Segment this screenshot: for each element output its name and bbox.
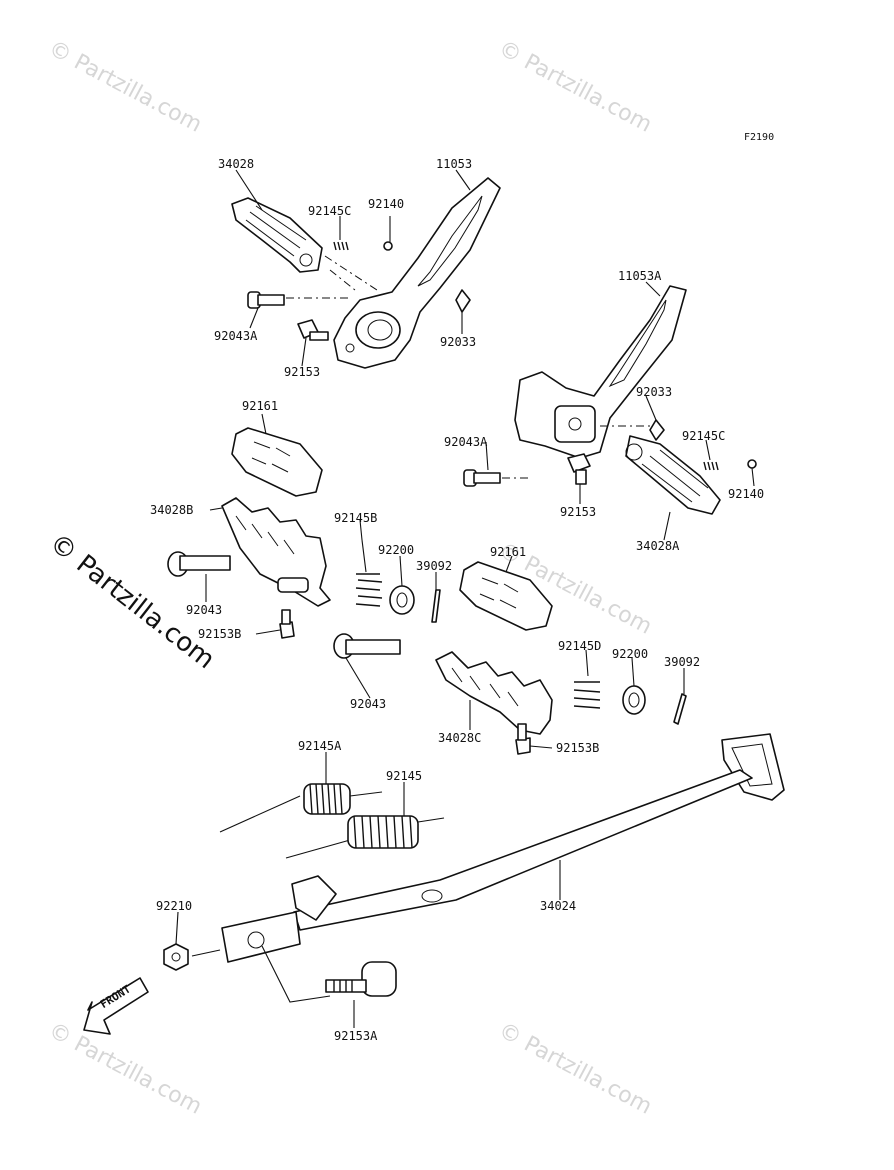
bolt-92153-top: [297, 319, 329, 341]
footpeg-34028a: [625, 435, 721, 515]
pin-92043-mid: [333, 633, 401, 659]
cotter-pin-39092-right: [673, 693, 687, 725]
side-stand-34024: [221, 733, 785, 963]
callout-34028b: 34028B: [150, 503, 194, 517]
callout-34024: 34024: [540, 899, 577, 913]
spring-92145d: [573, 681, 601, 709]
rubber-pad-92161-left: [231, 427, 323, 497]
rubber-pad-92161-right: [459, 561, 553, 631]
spring-92145b: [355, 573, 383, 607]
pin-92043a-top: [247, 291, 285, 309]
callout-11053: 11053: [436, 157, 473, 171]
callout-39092: 39092: [416, 559, 453, 573]
callout-92033: 92033: [636, 385, 673, 399]
callout-92153b: 92153B: [198, 627, 242, 641]
callout-92145d: 92145D: [558, 639, 602, 653]
callout-34028: 34028: [218, 157, 255, 171]
bolt-92153-right: [567, 453, 591, 485]
callout-92145a: 92145A: [298, 739, 342, 753]
callout-92153: 92153: [284, 365, 321, 379]
callout-92043a: 92043A: [444, 435, 488, 449]
figure-code: F2190: [744, 132, 775, 143]
pin-92043-left: [167, 551, 231, 577]
ball-92140-top: [383, 241, 393, 251]
cotter-pin-39092-left: [431, 589, 441, 623]
callout-92140: 92140: [728, 487, 765, 501]
callout-92140: 92140: [368, 197, 405, 211]
pin-92043a-right: [463, 469, 501, 487]
washer-92200-left: [389, 585, 415, 615]
callout-92153a: 92153A: [334, 1029, 378, 1043]
callout-92043: 92043: [350, 697, 387, 711]
callout-39092: 39092: [664, 655, 701, 669]
bolt-92153b-left: [279, 609, 295, 639]
callout-92145c: 92145C: [682, 429, 726, 443]
clip-92033-right: [649, 419, 665, 441]
callout-92210: 92210: [156, 899, 193, 913]
footpeg-34028b: [221, 497, 331, 607]
callout-92145b: 92145B: [334, 511, 378, 525]
callout-92161: 92161: [490, 545, 527, 559]
callout-34028a: 34028A: [636, 539, 680, 553]
callout-92145c: 92145C: [308, 204, 352, 218]
ball-92140-right: [747, 459, 757, 469]
spring-92145a: [219, 783, 383, 833]
callout-92145: 92145: [386, 769, 423, 783]
callout-11053a: 11053A: [618, 269, 662, 283]
callout-92153b: 92153B: [556, 741, 600, 755]
callout-92200: 92200: [378, 543, 415, 557]
footpeg-34028: [231, 197, 323, 273]
callout-92033: 92033: [440, 335, 477, 349]
spring-92145c-right: [703, 461, 719, 471]
front-direction-arrow: [83, 977, 149, 1035]
footpeg-bracket-11053: [333, 177, 501, 369]
callout-92153: 92153: [560, 505, 597, 519]
callout-92200: 92200: [612, 647, 649, 661]
callout-92161: 92161: [242, 399, 279, 413]
callout-34028c: 34028C: [438, 731, 482, 745]
footpeg-34028c: [435, 651, 553, 735]
clip-92033-top: [455, 289, 471, 313]
callout-92043: 92043: [186, 603, 223, 617]
nut-92210: [163, 943, 189, 971]
spring-92145: [285, 815, 445, 859]
washer-92200-right: [622, 685, 646, 715]
footpeg-bracket-11053a: [514, 285, 687, 459]
bolt-92153a: [325, 961, 397, 997]
spring-92145c-top: [333, 241, 349, 251]
bolt-92153b-right: [515, 723, 531, 755]
callout-92043a: 92043A: [214, 329, 258, 343]
